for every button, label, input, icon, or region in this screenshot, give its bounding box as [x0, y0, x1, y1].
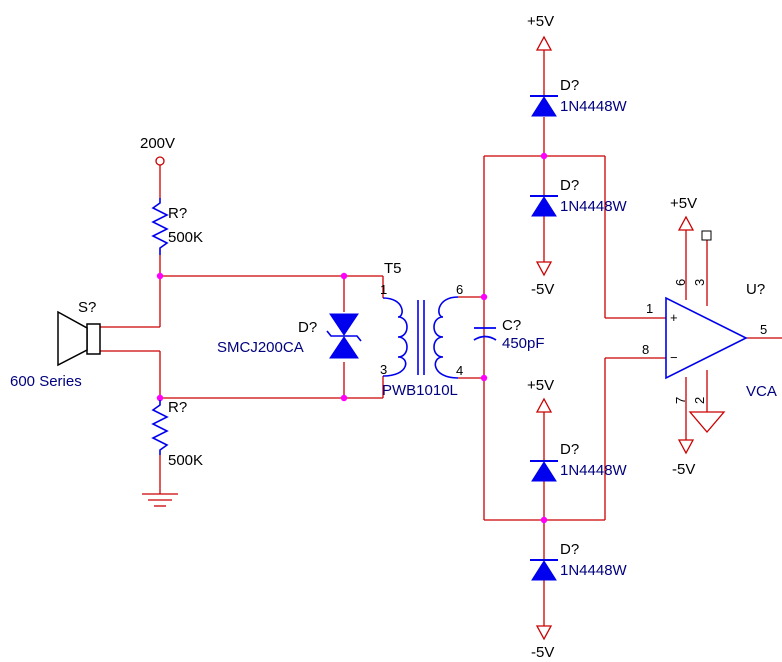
tvs-diode: D? SMCJ200CA: [217, 313, 362, 359]
power-labels: +5V -5V +5V -5V +5V -5V: [527, 13, 697, 661]
junction-dot: [480, 374, 488, 382]
vcc-arrow-icon: [535, 35, 553, 51]
junction-dot: [156, 272, 164, 280]
diode-2-value: 1N4448W: [560, 198, 628, 215]
opamp: + − 1 8 5 6 3 7 2 U? VCA: [642, 279, 777, 404]
diode-3-ref: D?: [560, 441, 579, 458]
label-pos5v-bottom: +5V: [527, 377, 554, 394]
diode-1: D? 1N4448W: [530, 77, 628, 117]
vcc-arrow-icon: [535, 397, 553, 413]
resistor-bottom: R? 500K: [151, 399, 203, 469]
diode-1-value: 1N4448W: [560, 98, 628, 115]
junction-dot: [340, 394, 348, 402]
transformer-labels: T5 1 3 6 4 PWB1010L: [380, 260, 463, 399]
tvs-value: SMCJ200CA: [217, 339, 304, 356]
junctions: [156, 152, 548, 524]
speaker-ref: S?: [78, 299, 96, 316]
resistor-bottom-ref: R?: [168, 399, 187, 416]
diode-1-ref: D?: [560, 77, 579, 94]
label-neg5v-bottom: -5V: [531, 644, 554, 661]
opamp-pin-7: 7: [673, 397, 688, 404]
source-200v: 200V: [140, 135, 175, 166]
opamp-value: VCA: [746, 383, 777, 400]
diode-triangle-icon: [531, 96, 557, 117]
speaker-magnet: [86, 323, 101, 355]
opamp-pin-3: 3: [692, 279, 707, 286]
resistor-icon: [151, 400, 169, 455]
capacitor: C? 450pF: [473, 317, 545, 352]
diode-3: D? 1N4448W: [530, 441, 628, 482]
transformer: [382, 296, 459, 379]
no-connect-terminal-icon: [701, 230, 712, 241]
vee-arrow-icon: [535, 625, 553, 641]
power-symbols: [535, 35, 726, 641]
diode-triangle-icon: [531, 461, 557, 482]
opamp-plus-sign: +: [670, 310, 678, 325]
resistor-icon: [151, 198, 169, 255]
diode-triangle-icon: [531, 196, 557, 217]
ground-symbol: [142, 493, 178, 507]
resistor-top-value: 500K: [168, 229, 203, 246]
label-pos5v-top: +5V: [527, 13, 554, 30]
primary-coil-icon: [382, 297, 408, 377]
tvs-bar-icon: [326, 330, 362, 342]
diode-triangle-icon: [531, 560, 557, 581]
capacitor-value: 450pF: [502, 335, 545, 352]
opamp-triangle-icon: [665, 296, 748, 380]
opamp-pin-1: 1: [646, 301, 653, 316]
transformer-ref: T5: [384, 260, 402, 277]
diode-4-ref: D?: [560, 541, 579, 558]
vcc-arrow-icon: [677, 215, 695, 231]
vee-arrow-icon: [535, 261, 553, 277]
diode-2: D? 1N4448W: [530, 177, 628, 217]
tvs-ref: D?: [298, 319, 317, 336]
junction-dot: [340, 272, 348, 280]
transformer-pin-3: 3: [380, 362, 387, 377]
opamp-pin-6: 6: [673, 279, 688, 286]
diode-4-value: 1N4448W: [560, 562, 628, 579]
resistor-top: R? 500K: [151, 198, 203, 255]
diode-4: D? 1N4448W: [530, 541, 628, 581]
junction-dot: [480, 293, 488, 301]
transformer-pin-1: 1: [380, 282, 387, 297]
opamp-pin-8: 8: [642, 342, 649, 357]
label-neg5v-mid: -5V: [531, 281, 554, 298]
opamp-pin-2: 2: [692, 397, 707, 404]
tvs-upper-triangle-icon: [329, 313, 359, 336]
vee-arrow-icon: [677, 439, 695, 455]
capacitor-ref: C?: [502, 317, 521, 334]
opamp-minus-sign: −: [670, 350, 678, 365]
diode-3-value: 1N4448W: [560, 462, 628, 479]
resistor-top-ref: R?: [168, 205, 187, 222]
secondary-coil-icon: [433, 296, 459, 379]
resistor-bottom-value: 500K: [168, 452, 203, 469]
opamp-ref: U?: [746, 281, 765, 298]
diode-2-ref: D?: [560, 177, 579, 194]
junction-dot: [156, 394, 164, 402]
label-200v: 200V: [140, 135, 175, 152]
speaker-value: 600 Series: [10, 373, 82, 390]
tvs-lower-triangle-icon: [329, 336, 359, 359]
junction-dot: [540, 152, 548, 160]
ground-triangle-icon: [688, 411, 726, 434]
junction-dot: [540, 516, 548, 524]
opamp-pin-5: 5: [760, 322, 767, 337]
label-pos5v-opamp: +5V: [670, 195, 697, 212]
power-terminal-icon: [155, 156, 165, 166]
speaker-cone-icon: [57, 310, 88, 367]
transformer-pin-4: 4: [456, 363, 463, 378]
label-neg5v-opamp: -5V: [672, 461, 695, 478]
transformer-value: PWB1010L: [382, 382, 458, 399]
capacitor-plate-icon: [473, 335, 497, 341]
transformer-pin-6: 6: [456, 282, 463, 297]
speaker: S? 600 Series: [10, 299, 101, 390]
